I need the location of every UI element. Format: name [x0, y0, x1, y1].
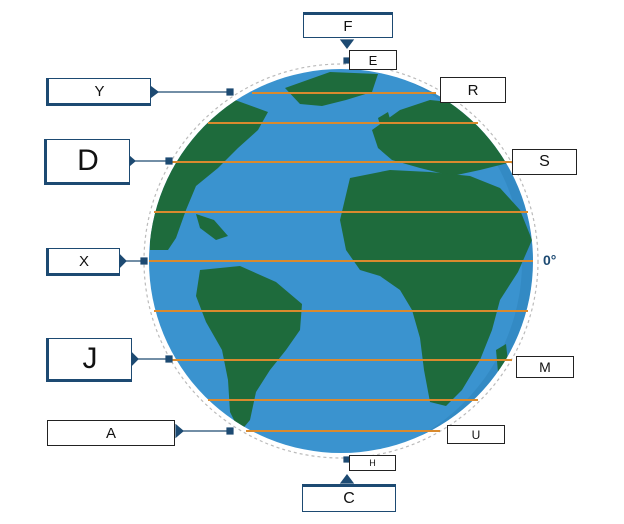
globe-shading [410, 82, 533, 436]
label-box-a: A [47, 420, 175, 446]
label-box-e: E [349, 50, 397, 70]
label-box-y: Y [46, 78, 151, 106]
label-box-x: X [46, 248, 120, 276]
label-box-h: H [349, 455, 396, 471]
landmass-africa [340, 170, 532, 406]
label-box-s: S [512, 149, 577, 175]
label-box-f: F [303, 12, 393, 38]
label-box-u: U [447, 425, 505, 444]
connectors [119, 39, 355, 484]
label-box-m: M [516, 356, 574, 378]
label-box-j: J [46, 338, 132, 382]
latitude-lines [149, 92, 533, 432]
label-box-c: C [302, 484, 396, 512]
landmass-south-america [196, 266, 302, 432]
label-box-d: D [44, 139, 130, 185]
label-box-r: R [440, 77, 506, 103]
landmass-greenland [285, 72, 378, 106]
equator-label: 0° [543, 252, 557, 268]
landmass-caribbean [196, 214, 228, 240]
